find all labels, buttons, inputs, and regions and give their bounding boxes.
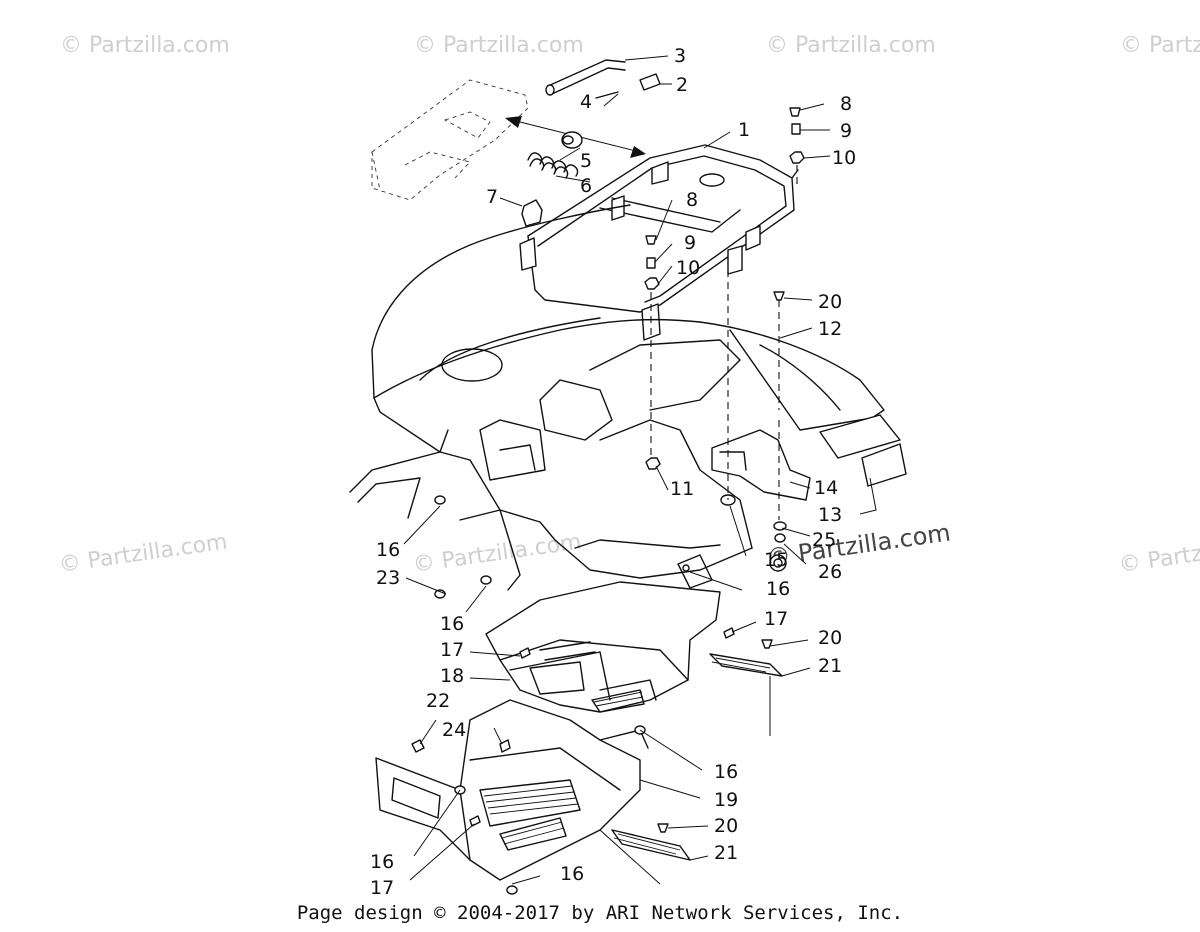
watermark: © Partzilla.com xyxy=(411,530,583,578)
part-2-sleeve xyxy=(639,73,661,91)
callout-16: 16 xyxy=(376,539,400,561)
callout-5: 5 xyxy=(580,150,592,172)
callout-10: 10 xyxy=(676,257,700,279)
callout-7: 7 xyxy=(486,186,498,208)
part-6-spring xyxy=(527,152,579,179)
callout-14: 14 xyxy=(814,477,838,499)
ghost-mount-bracket xyxy=(371,79,529,201)
part-18-footwell xyxy=(485,581,721,713)
callout-8: 8 xyxy=(686,189,698,211)
callout-16: 16 xyxy=(766,578,790,600)
callout-23: 23 xyxy=(376,567,400,589)
callout-20: 20 xyxy=(818,291,842,313)
part-21-footrest-upper xyxy=(709,653,783,677)
callout-3: 3 xyxy=(674,45,686,67)
callout-24: 24 xyxy=(442,719,466,741)
callout-25: 25 xyxy=(812,529,836,551)
callout-16: 16 xyxy=(440,613,464,635)
callout-9: 9 xyxy=(684,232,696,254)
callout-1: 1 xyxy=(738,119,750,141)
watermark: © Partzilla.com xyxy=(766,33,936,58)
callout-19: 19 xyxy=(714,789,738,811)
callout-4: 4 xyxy=(580,91,592,113)
callout-12: 12 xyxy=(818,318,842,340)
callout-17: 17 xyxy=(370,877,394,899)
part-5-bushing xyxy=(561,131,583,149)
part-4-pin xyxy=(595,91,619,99)
callout-16: 16 xyxy=(560,863,584,885)
leader-lines xyxy=(403,55,877,885)
watermark: © Partzilla.com xyxy=(60,33,230,58)
alignment-lines xyxy=(650,165,798,520)
part-19-footwell-lower xyxy=(375,699,649,881)
part-21-footrest-lower xyxy=(611,829,691,861)
watermark: © Partzilla.com xyxy=(1120,33,1200,58)
callout-6: 6 xyxy=(580,175,592,197)
fasteners xyxy=(411,107,805,895)
callout-13: 13 xyxy=(818,504,842,526)
callout-18: 18 xyxy=(440,665,464,687)
part-1-rear-rack xyxy=(519,144,799,341)
callout-2: 2 xyxy=(676,74,688,96)
callout-11: 11 xyxy=(670,478,694,500)
callout-8: 8 xyxy=(840,93,852,115)
watermark: © Partzilla.com xyxy=(765,518,952,572)
callout-21: 21 xyxy=(714,842,738,864)
callout-17: 17 xyxy=(440,639,464,661)
callout-17: 17 xyxy=(764,608,788,630)
copyright-footer: Page design © 2004-2017 by ARI Network S… xyxy=(296,902,904,924)
callout-26: 26 xyxy=(818,561,842,583)
callout-16: 16 xyxy=(714,761,738,783)
watermark: © Partzilla.com xyxy=(57,530,229,578)
part-7-plug xyxy=(521,199,543,227)
callouts: 3 2 4 5 6 7 1 8 9 10 8 9 10 20 12 11 14 … xyxy=(370,45,856,899)
part-12-rear-fender xyxy=(349,204,885,591)
part-13-decal xyxy=(819,414,907,487)
direction-arrow xyxy=(505,116,646,158)
watermark: © Partzilla.com xyxy=(414,33,584,58)
callout-9: 9 xyxy=(840,120,852,142)
callout-16: 16 xyxy=(370,851,394,873)
callout-20: 20 xyxy=(714,815,738,837)
callout-10: 10 xyxy=(832,147,856,169)
callout-20: 20 xyxy=(818,627,842,649)
watermarks: © Partzilla.com © Partzilla.com © Partzi… xyxy=(57,33,1200,578)
callout-21: 21 xyxy=(818,655,842,677)
callout-15: 15 xyxy=(764,549,788,571)
watermark: © Partzilla.com xyxy=(1117,530,1200,578)
callout-22: 22 xyxy=(426,690,450,712)
part-3-rod xyxy=(545,59,626,96)
